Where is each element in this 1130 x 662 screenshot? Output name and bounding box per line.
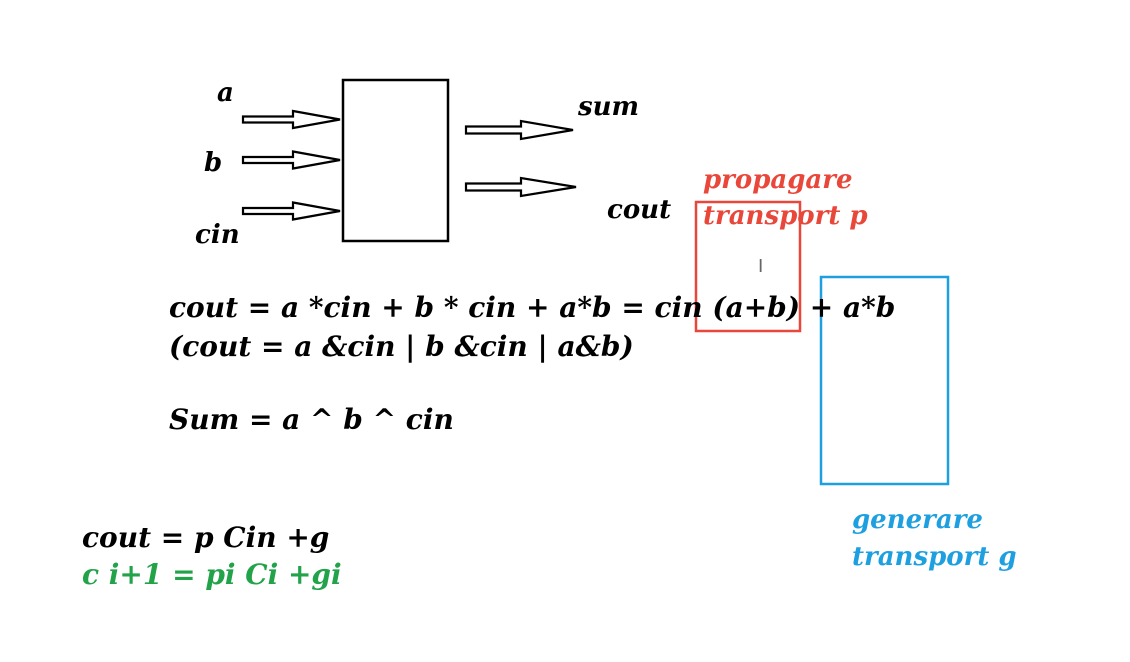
output-label-cout: cout (607, 195, 672, 225)
input-label-cin: cin (195, 220, 240, 250)
propagate-label-line2: transport p (703, 201, 868, 231)
text-cursor-icon: I (758, 256, 764, 277)
input-arrow-cin (241, 201, 341, 221)
propagate-label-line1: propagare (703, 165, 853, 195)
input-arrow-b (241, 150, 341, 170)
sum-equation: Sum = a ^ b ^ cin (169, 403, 454, 436)
output-arrow-cout (464, 176, 577, 198)
propagate-highlight-box (694, 200, 802, 333)
output-arrow-sum (464, 119, 574, 141)
input-label-b: b (204, 148, 223, 178)
full-adder-block (341, 78, 450, 243)
cout-pg-equation: cout = p Cin +g (82, 521, 330, 554)
generate-label-line2: transport g (852, 542, 1017, 572)
cout-logic-equation: (cout = a &cin | b &cin | a&b) (169, 330, 634, 363)
input-arrow-a (241, 109, 341, 130)
generate-label-line1: generare (852, 505, 983, 535)
cout-equation: cout = a *cin + b * cin + a*b = cin (a+b… (169, 291, 896, 324)
input-label-a: a (217, 78, 234, 108)
generate-highlight-box (819, 275, 950, 486)
output-label-sum: sum (578, 92, 640, 122)
carry-recurrence-equation: c i+1 = pi Ci +gi (82, 558, 342, 591)
